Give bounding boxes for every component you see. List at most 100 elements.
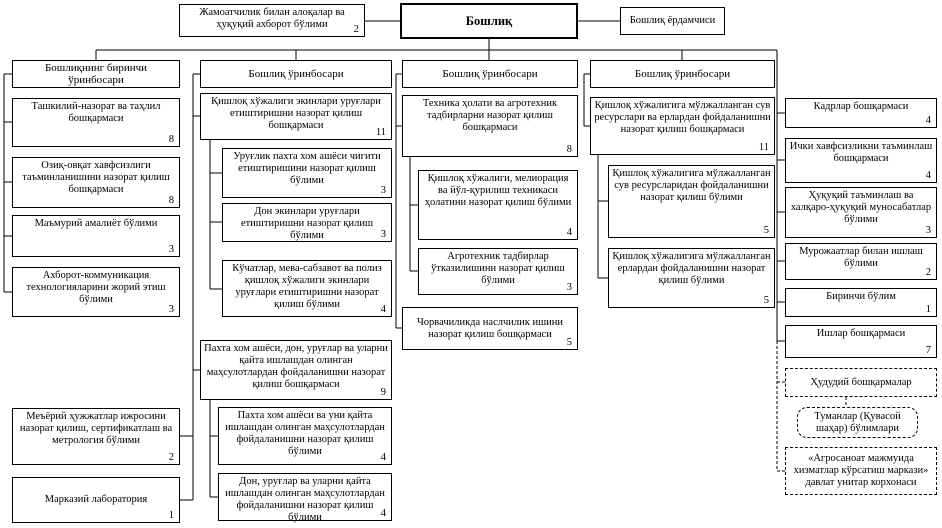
org-node-cotton-grain-seeds-products-use-control-dept: Пахта хом ашёси, дон, уруғлар ва уларни …: [200, 340, 392, 400]
org-node-label: Ахборот-коммуникация технологияларини жо…: [26, 270, 166, 305]
org-node-cotton-seed-raw-control-div: Уруғлик пахта хом ашёси чигити етиштириш…: [222, 148, 392, 198]
org-node-label: Бошлиқнинг биринчи ўринбосари: [44, 61, 148, 86]
org-node-water-land-use-control-dept: Қишлоқ хўжалигига мўлжалланган сув ресур…: [590, 97, 775, 155]
org-node-chief: Бошлиқ: [400, 3, 578, 39]
org-node-label: Маъмурий амалиёт бўлими: [34, 218, 158, 229]
org-node-seedlings-fruit-veg-control-div: Кўчатлар, мева-сабзавот ва полиз қишлоқ …: [222, 260, 392, 317]
org-node-label: Дон, уруғлар ва уларни қайта ишлашдан ол…: [225, 476, 385, 523]
org-node-label: Кўчатлар, мева-сабзавот ва полиз қишлоқ …: [232, 263, 382, 310]
staff-count: 2: [353, 24, 359, 36]
staff-count: 1: [925, 304, 931, 316]
staff-count: 7: [925, 345, 931, 357]
staff-count: 8: [566, 144, 572, 156]
org-node-hr-dept: Кадрлар бошқармаси 4: [785, 98, 937, 128]
org-node-label: Ички хавфсизликни таъминлаш бошқармаси: [789, 141, 933, 164]
org-node-deputy-chief-4: Бошлиқ ўринбосари: [590, 60, 775, 88]
org-node-label: Ишлар бошқармаси: [816, 328, 906, 339]
org-node-label: Ҳуқуқий таъминлаш ва халқаро-ҳуқуқий мун…: [790, 190, 932, 225]
org-node-grain-seeds-control-div: Дон экинлари уруғлари етиштиришни назора…: [222, 203, 392, 242]
org-node-label: Биринчи бўлим: [826, 291, 896, 302]
org-node-label: Бошлиқ ўринбосари: [248, 67, 344, 80]
staff-count: 3: [168, 304, 174, 316]
org-node-first-deputy-chief: Бошлиқнинг биринчи ўринбосари: [12, 60, 180, 88]
org-node-agro-services-center: «Агросаноат мажмуида хизматлар кўрсатиш …: [785, 447, 937, 495]
org-node-first-div: Биринчи бўлим 1: [785, 288, 937, 317]
org-node-admin-practice-div: Маъмурий амалиёт бўлими 3: [12, 215, 180, 257]
org-node-machinery-agrotech-control-dept: Техника ҳолати ва агротехник тадбирларни…: [402, 95, 578, 157]
org-node-label: Бошлиқ ёрдамчиси: [629, 15, 716, 27]
org-node-label: Техника ҳолати ва агротехник тадбирларни…: [422, 98, 558, 133]
staff-count: 5: [763, 295, 769, 307]
org-node-label: Агротехник тадбирлар ўтказилишини назора…: [431, 251, 565, 286]
org-node-label: Қишлоқ хўжалиги экинлари уруғлари етишти…: [211, 96, 381, 131]
org-node-label: Туманлар (Қувасой шаҳар) бўлимлари: [814, 410, 901, 434]
org-node-land-use-control-div: Қишлоқ хўжалигига мўлжалланган ерлардан …: [608, 248, 775, 308]
org-node-label: Бошлиқ ўринбосари: [634, 67, 731, 80]
org-node-livestock-breeding-control-dept: Чорвачиликда наслчилик ишини назорат қил…: [402, 307, 578, 350]
staff-count: 4: [380, 304, 386, 316]
staff-count: 4: [566, 227, 572, 239]
org-node-label: Уруғлик пахта хом ашёси чигити етиштириш…: [233, 151, 381, 186]
staff-count: 1: [168, 510, 174, 522]
org-node-deputy-chief-3: Бошлиқ ўринбосари: [402, 60, 578, 88]
org-node-agrotech-measures-control-div: Агротехник тадбирлар ўтказилишини назора…: [418, 248, 578, 295]
staff-count: 3: [168, 244, 174, 256]
staff-count: 4: [925, 115, 931, 127]
org-node-label: Ташкилий-назорат ва таҳлил бошқармаси: [31, 101, 161, 124]
org-node-label: Қишлоқ хўжалиги, мелиорация ва йўл-қурил…: [424, 173, 572, 208]
staff-count: 11: [758, 142, 769, 154]
staff-count: 3: [566, 282, 572, 294]
staff-count: 2: [168, 452, 174, 464]
staff-count: 11: [375, 127, 386, 139]
org-node-label: Меъёрий ҳужжатлар ижросини назорат қилиш…: [19, 411, 173, 446]
org-node-ict-implementation-div: Ахборот-коммуникация технологияларини жо…: [12, 267, 180, 317]
connector-solid: [3, 20, 785, 501]
staff-count: 3: [380, 229, 386, 241]
org-node-label: Бошлиқ: [465, 13, 513, 28]
org-node-crop-seeds-control-dept: Қишлоқ хўжалиги экинлари уруғлари етишти…: [200, 93, 392, 140]
org-node-chief-assistant: Бошлиқ ёрдамчиси: [620, 7, 725, 35]
org-node-public-relations-legal-info-dept: Жамоатчилик билан алоқалар ва ҳуқуқий ах…: [179, 4, 365, 37]
org-node-internal-security-dept: Ички хавфсизликни таъминлаш бошқармаси 4: [785, 138, 937, 183]
staff-count: 5: [566, 337, 572, 349]
org-node-machinery-condition-control-div: Қишлоқ хўжалиги, мелиорация ва йўл-қурил…: [418, 170, 578, 240]
org-node-label: Қишлоқ хўжалигига мўлжалланган сув ресур…: [594, 100, 771, 135]
org-node-label: Дон экинлари уруғлари етиштиришни назора…: [240, 206, 374, 241]
org-node-district-divisions: Туманлар (Қувасой шаҳар) бўлимлари: [797, 407, 918, 438]
staff-count: 4: [380, 508, 386, 520]
staff-count: 8: [168, 195, 174, 207]
org-node-label: Озиқ-овқат хавфсизлиги таъминланишини на…: [22, 160, 170, 195]
org-node-deputy-chief-2: Бошлиқ ўринбосари: [200, 60, 392, 88]
staff-count: 5: [763, 225, 769, 237]
org-node-normative-docs-certification-metrology-div: Меъёрий ҳужжатлар ижросини назорат қилиш…: [12, 408, 180, 465]
org-node-grain-seeds-products-use-control-div: Дон, уруғлар ва уларни қайта ишлашдан ол…: [218, 473, 392, 523]
staff-count: 8: [168, 134, 174, 146]
org-node-label: Жамоатчилик билан алоқалар ва ҳуқуқий ах…: [199, 7, 345, 30]
org-node-label: Кадрлар бошқармаси: [813, 101, 909, 112]
staff-count: 4: [380, 452, 386, 464]
staff-count: 2: [925, 267, 931, 279]
staff-count: 3: [925, 225, 931, 237]
org-node-food-safety-control-dept: Озиқ-овқат хавфсизлиги таъминланишини на…: [12, 157, 180, 208]
org-node-label: Марказий лаборатория: [44, 494, 148, 506]
org-node-label: Чорвачиликда наслчилик ишини назорат қил…: [416, 316, 564, 340]
org-node-label: Бошлиқ ўринбосари: [442, 67, 538, 80]
org-node-label: Мурожаатлар билан ишлаш бўлими: [799, 246, 923, 269]
org-node-label: Қишлоқ хўжалигига мўлжалланган ерлардан …: [612, 251, 771, 286]
org-node-label: Пахта хом ашёси, дон, уруғлар ва уларни …: [204, 343, 388, 390]
org-node-org-control-analysis-dept: Ташкилий-назорат ва таҳлил бошқармаси 8: [12, 98, 180, 147]
org-node-label: Пахта хом ашёси ва уни қайта ишлашдан ол…: [225, 410, 385, 457]
staff-count: 4: [925, 170, 931, 182]
connector-dashed: [776, 341, 847, 472]
org-node-cotton-products-use-control-div: Пахта хом ашёси ва уни қайта ишлашдан ол…: [218, 407, 392, 465]
staff-count: 9: [380, 387, 386, 399]
org-node-water-resources-use-control-div: Қишлоқ хўжалигига мўлжалланган сув ресур…: [608, 165, 775, 238]
org-node-legal-intl-relations-div: Ҳуқуқий таъминлаш ва халқаро-ҳуқуқий мун…: [785, 187, 937, 238]
org-node-affairs-dept: Ишлар бошқармаси 7: [785, 325, 937, 358]
org-node-territorial-depts: Ҳудудий бошқармалар: [785, 368, 937, 397]
org-node-label: «Агросаноат мажмуида хизматлар кўрсатиш …: [793, 453, 929, 488]
org-node-label: Ҳудудий бошқармалар: [810, 376, 912, 388]
